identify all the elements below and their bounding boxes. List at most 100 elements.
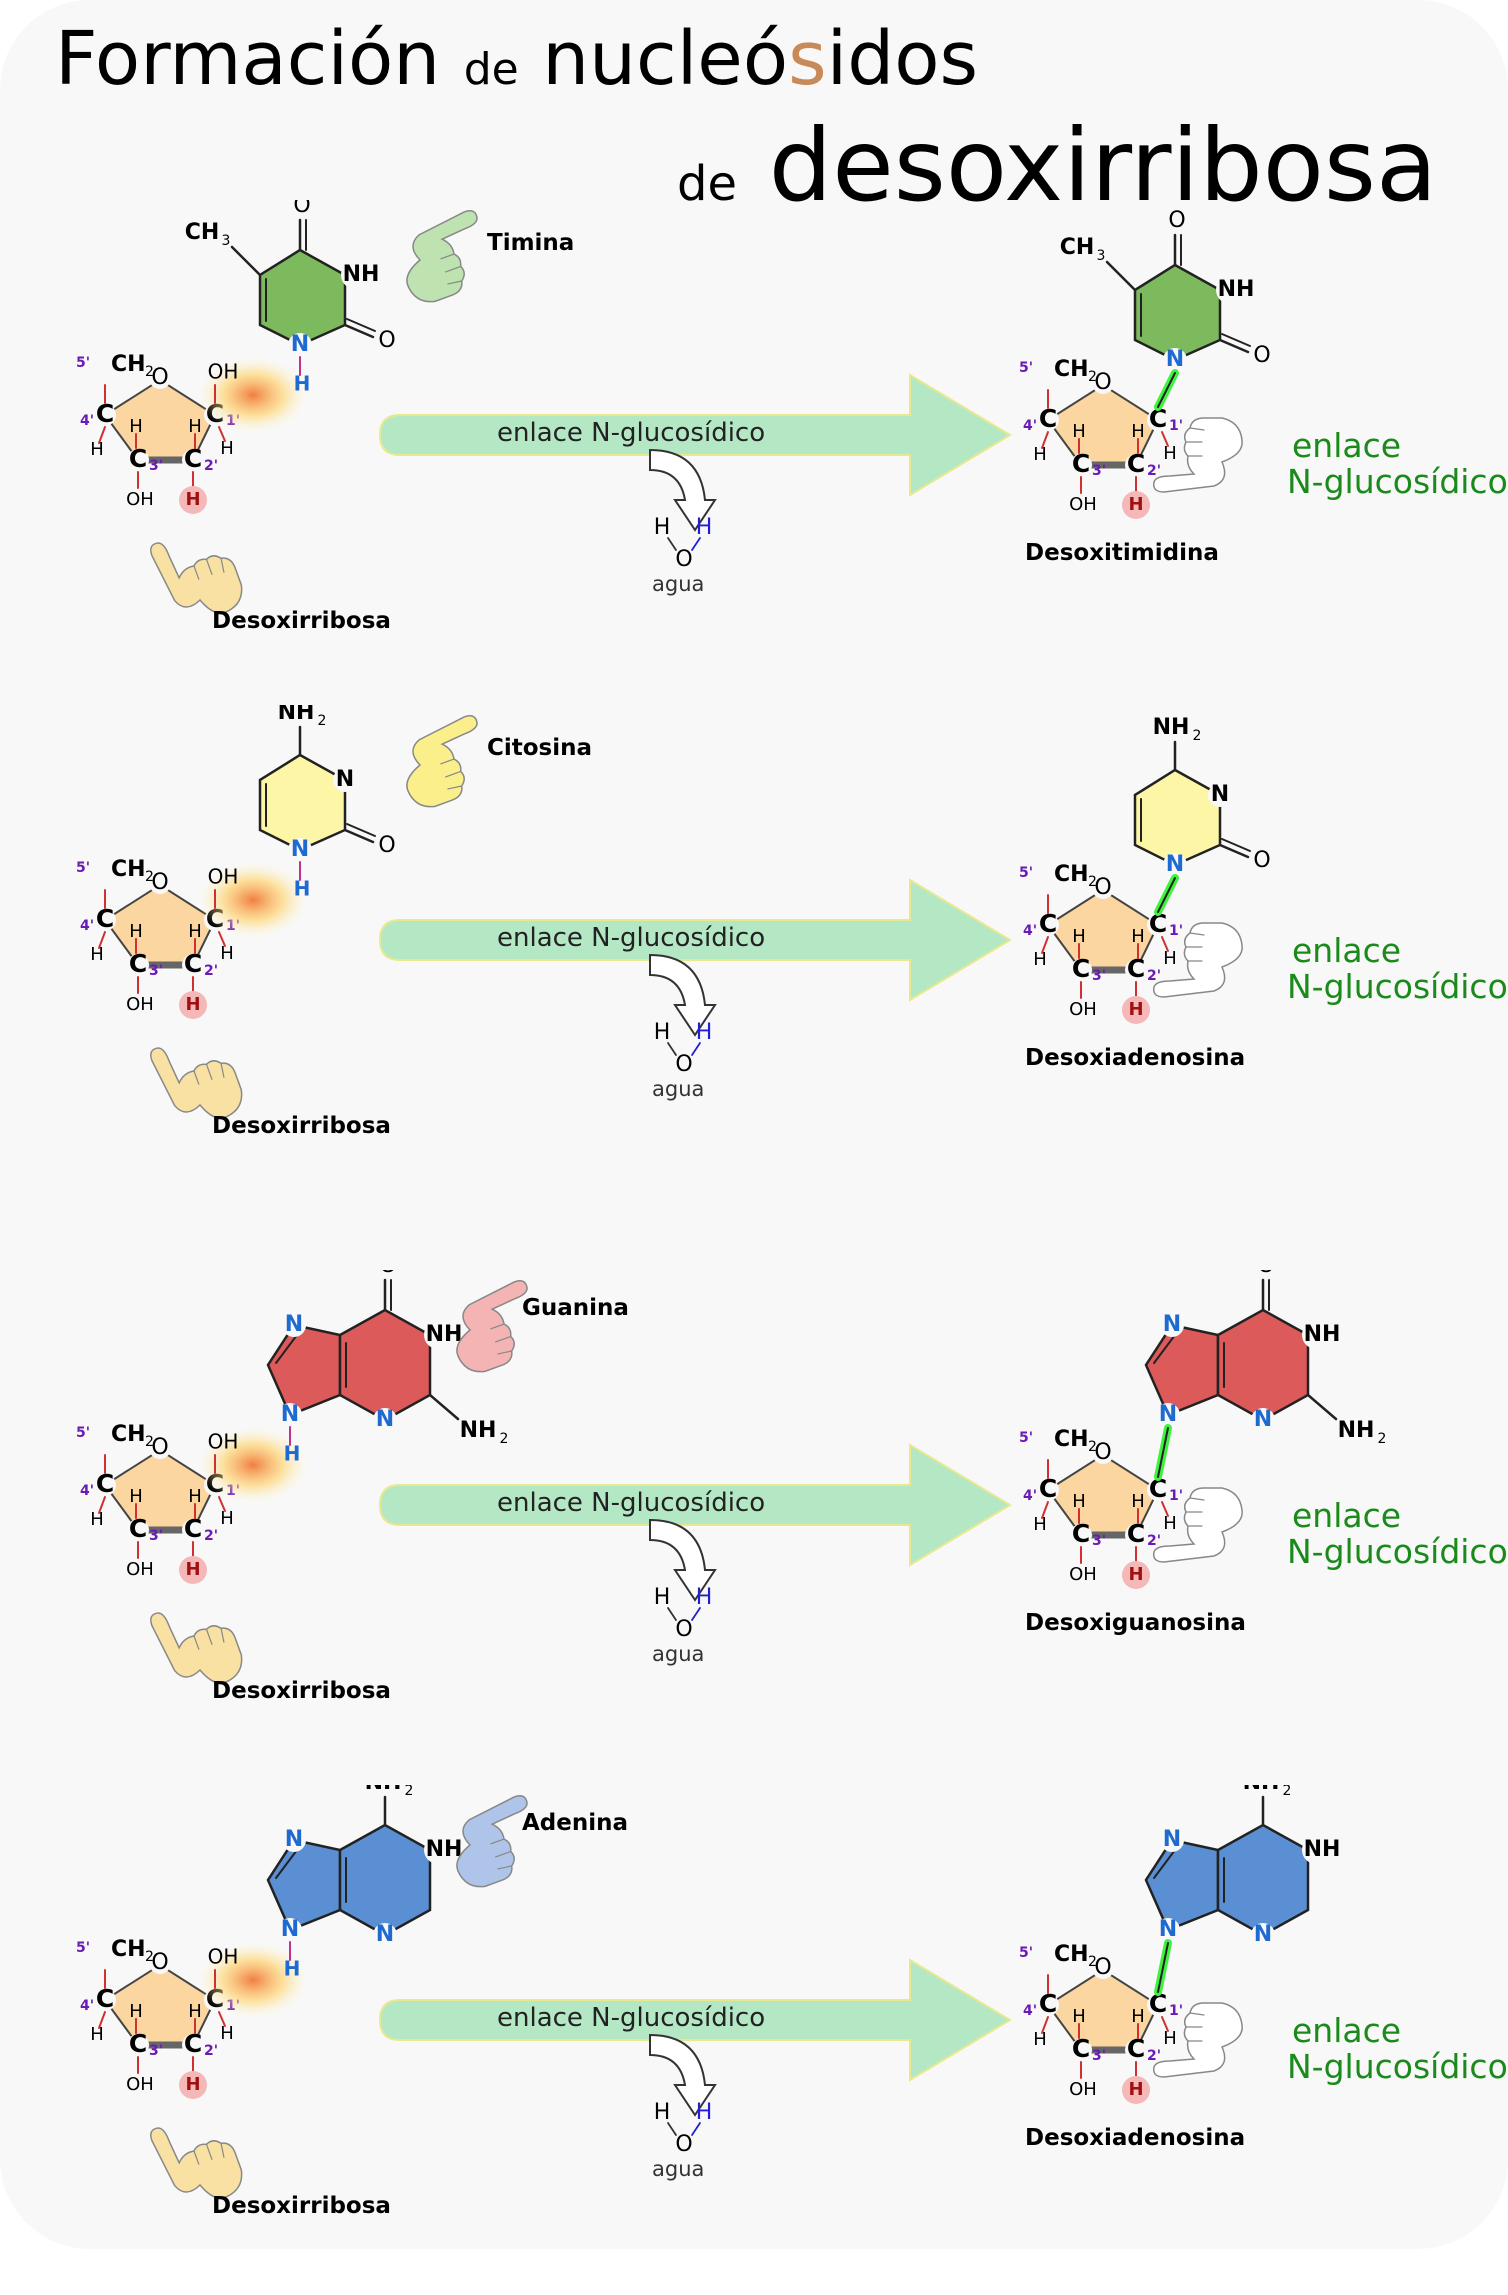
nh-group: NH [343,262,380,287]
water-bond [691,1607,701,1621]
hydroxyl-1: OH [208,1430,239,1454]
carbon-number: 4' [80,1483,94,1499]
ring-oxygen-bg [1092,1957,1114,1979]
water-label: agua [652,1642,705,1666]
nitrogen-n3: N [376,1407,394,1432]
carbon-atom: C [184,444,202,473]
carbon-bg [127,2034,149,2056]
carbon-atom: C [1127,2034,1145,2063]
water-hydrogen-2: H [696,2100,713,2125]
carbon-number: 3' [149,963,163,979]
water-oxygen: O [675,2132,692,2157]
carbon-bg [182,2034,204,2056]
hydrogen-atom: H [1131,926,1145,947]
carbon-bg [1147,914,1169,936]
amine-subscript: 2 [1283,1785,1292,1799]
water-bond [667,537,677,551]
hand-shape [150,542,243,614]
h-bond [218,426,226,442]
carbon-bg [1125,454,1147,476]
reaction-row-1: OC4'C3'C2'C1'CH25'HHHOHHHOHNONHOCH3HHHOO… [0,200,1508,710]
oxygen-atom: O [1253,848,1270,873]
reaction-row-3: OC4'C3'C2'C1'CH25'HHHOHHHOHNNNNHONH2HHHO… [0,1270,1508,1780]
nitrogen-n3: N [376,1922,394,1947]
h-bond [1041,1501,1049,1519]
nitrogen-n3: N [1211,782,1229,807]
hydrogen-atom: H [1163,2028,1177,2049]
ring-oxygen-bg [1092,372,1114,394]
reaction-svg: OC4'C3'C2'C1'CH25'HHHOHHHOHNNNNHONH2HHHO… [76,1270,1386,1684]
ch2-subscript: 2 [145,364,154,380]
hand-crease [220,1062,225,1078]
carbon-number: 2' [1147,1533,1161,1549]
nitrogen-bg [373,1923,397,1947]
hand-crease [193,2150,200,2165]
ch2-label: CH [111,857,146,882]
ch2-label: CH [111,352,146,377]
hand-shape [150,1612,243,1684]
carbon-atom: C [1072,1519,1090,1548]
water-oxygen: O [675,1617,692,1642]
water-hydrogen: H [654,1585,671,1610]
pointing-hand-icon [406,210,478,303]
nh-group: NH [1304,1837,1341,1862]
hydroxyl-1: OH [208,1945,239,1969]
pointing-hand-icon [150,1612,243,1684]
h2-highlight [1122,491,1150,519]
h-bond [1161,1501,1169,1517]
pyrimidine-ring [258,248,347,347]
carbon-bg [1070,2039,1092,2061]
hand-shape [150,1047,243,1119]
hydrogen-2-highlight: H [185,994,200,1015]
carbon-bg [1125,2039,1147,2061]
carbon-number-5: 5' [1019,360,1033,376]
nitrogen-bg [1251,1408,1275,1432]
glycosidic-bond [1157,1942,1169,1993]
carbon-bg [1037,1479,1059,1501]
carbon-bg [1125,959,1147,981]
h2-highlight [1122,996,1150,1024]
ring-oxygen: O [1094,370,1111,395]
n1-bg [1163,853,1187,877]
bond-callout-line1: enlace [1292,931,1402,970]
hand-crease [490,1323,505,1330]
carbon-number-5: 5' [1019,1430,1033,1446]
pointing-hand-icon [150,542,243,614]
carbon-number: 2' [204,458,218,474]
hand-shape [406,715,478,808]
carbon-number: 2' [204,963,218,979]
bond-callout-line2: N-glucosídico [1287,1532,1508,1571]
water-label: agua [652,2157,705,2181]
hand-crease [205,1628,213,1645]
hydrogen-atom: H [1033,949,1047,970]
carbon-number: 4' [1023,1488,1037,1504]
carbonyl-bond [1218,843,1250,859]
h-bond [98,1496,106,1514]
nitrogen-bg [282,1828,306,1852]
carbon-number: 2' [204,2043,218,2059]
hydroxyl-1: OH [208,360,239,384]
n1-bg [1302,1836,1330,1864]
oxygen-atom: O [1257,1270,1274,1278]
h-bond [98,931,106,949]
oxygen-atom: O [1253,343,1270,368]
reaction-glow [198,862,308,938]
ring-oxygen-bg [149,1952,171,1974]
carbon-bg [1147,1479,1169,1501]
carbon-atom: C [184,1514,202,1543]
amine-label: NH [278,705,315,725]
imidazole-ring [1144,1323,1220,1417]
hand-crease [220,557,225,573]
hydrogen-atom: H [1033,1514,1047,1535]
water-hydrogen: H [654,2100,671,2125]
water-label: agua [652,1077,705,1101]
h2-highlight [1122,1561,1150,1589]
carbon-number: 3' [149,2043,163,2059]
amine-subscript: 2 [500,1431,509,1447]
hand-crease [193,1635,200,1650]
title-word-nucleosidos: nucleósidos [542,16,979,102]
bond-label: enlace N-glucosídico [497,2003,766,2033]
hydrogen-atom: H [1163,948,1177,969]
water-hydrogen: H [654,515,671,540]
